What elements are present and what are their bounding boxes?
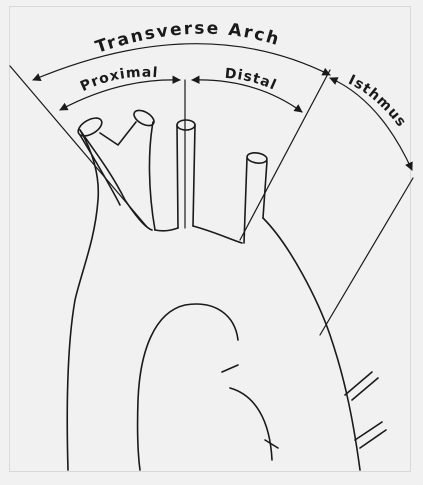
innominate-right-wall — [149, 122, 155, 230]
subclavian-opening — [246, 152, 267, 165]
isthmus-label: Isthmus — [346, 72, 410, 130]
proximal-arrow — [60, 80, 180, 110]
boundary-line-right — [240, 70, 330, 240]
carotid-opening — [177, 120, 195, 130]
arch-inner-lower — [222, 365, 238, 372]
intercostal-branch-2 — [355, 422, 386, 448]
intercostal-branch-1 — [345, 372, 378, 400]
arch-top-after-carotid — [193, 226, 242, 243]
transverse-arch-arrow — [33, 44, 330, 80]
arch-top-between-branches — [155, 228, 178, 231]
boundary-line-isthmus — [320, 178, 413, 335]
pulmonary-branch — [230, 388, 272, 460]
carotid-wall-left — [177, 125, 178, 228]
aorta-outer-right — [263, 218, 360, 470]
innominate-bifurcation — [100, 122, 136, 145]
innominate-bifurcation-inner — [80, 135, 120, 205]
proximal-label: Proximal — [78, 65, 159, 95]
innominate-artery-left — [80, 130, 152, 230]
aorta-outer-left — [67, 130, 98, 470]
carotid-wall-right — [193, 125, 195, 226]
aorta-inner-curve — [138, 304, 238, 470]
distal-label: Distal — [224, 66, 279, 94]
